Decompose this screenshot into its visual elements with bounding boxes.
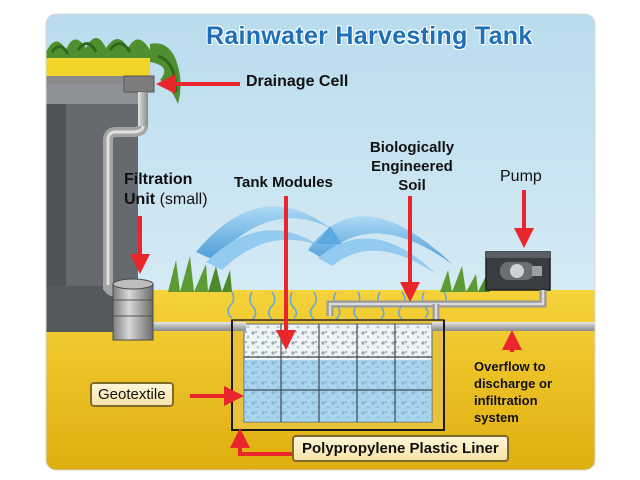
pump-housing xyxy=(485,251,551,291)
label-polypropylene-liner: Polypropylene Plastic Liner xyxy=(292,435,509,462)
filtration-unit xyxy=(112,278,154,341)
label-filtration-unit-line2: Unit (small) xyxy=(124,190,208,210)
label-bio-line1: Biologically xyxy=(369,139,455,156)
label-bio-line3: Soil xyxy=(398,177,426,194)
label-biologically-engineered-soil: Biologically Engineered Soil xyxy=(360,138,464,195)
page-title: Rainwater Harvesting Tank xyxy=(206,22,533,50)
label-overflow-line2: discharge or xyxy=(474,376,553,391)
inlet-pipe xyxy=(150,322,246,331)
label-overflow-line4: system xyxy=(474,410,519,425)
geotextile-outline xyxy=(231,320,445,431)
label-overflow: Overflow to discharge or infiltration sy… xyxy=(474,358,552,426)
tank-modules xyxy=(243,323,433,423)
arrow-liner xyxy=(230,428,292,456)
label-overflow-line3: infiltration xyxy=(474,393,538,408)
label-drainage-cell: Drainage Cell xyxy=(246,73,349,90)
label-filtration-unit-line1: Filtration xyxy=(124,171,193,188)
label-tank-modules: Tank Modules xyxy=(234,174,333,191)
overflow-pipe xyxy=(432,322,595,331)
callout-arrows xyxy=(130,74,534,456)
water-spray xyxy=(196,206,452,274)
label-filtration-unit-small: (small) xyxy=(159,191,208,208)
label-filtration-unit: Filtration Unit (small) xyxy=(124,170,208,210)
label-pump: Pump xyxy=(500,168,542,185)
label-overflow-line1: Overflow to xyxy=(474,359,546,374)
frame-border xyxy=(45,13,596,471)
label-filtration-unit-word: Unit xyxy=(124,191,156,208)
downpipe xyxy=(103,92,148,297)
label-bio-line2: Engineered xyxy=(371,158,453,175)
drainage-cell-layer xyxy=(123,75,155,93)
label-geotextile: Geotextile xyxy=(90,382,174,407)
